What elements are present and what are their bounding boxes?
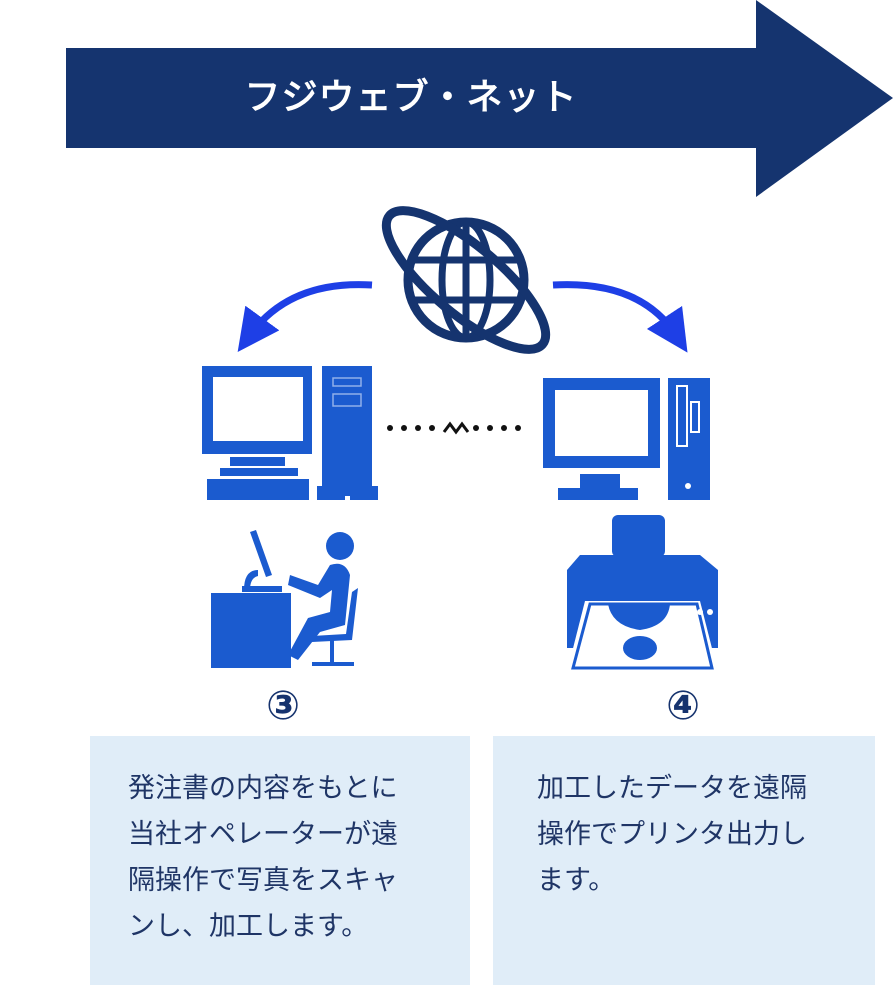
banner-title: フジウェブ・ネット [244,77,578,118]
right-computer-icon [543,378,710,500]
step-3-description: 発注書の内容をもとに 当社オペレーターが遠 隔操作で写真をスキャ ンし、加工しま… [128,773,398,942]
left-curved-arrow [237,281,373,352]
connection-dots [387,421,521,435]
operator-icon [211,530,358,668]
step-4-description: 加工したデータを遠隔 操作でプリンタ出力し ます。 [537,773,807,896]
banner-arrow [66,0,893,197]
right-curved-arrow [552,281,688,353]
left-computer-icon [202,366,378,500]
globe-icon [381,206,551,354]
step-number-3: ③ [266,683,300,729]
step-3-description-box: 発注書の内容をもとに 当社オペレーターが遠 隔操作で写真をスキャ ンし、加工しま… [90,736,470,985]
step-4-description-box: 加工したデータを遠隔 操作でプリンタ出力し ます。 [493,736,875,985]
printer-icon [567,515,718,672]
step-number-4: ④ [666,683,700,729]
